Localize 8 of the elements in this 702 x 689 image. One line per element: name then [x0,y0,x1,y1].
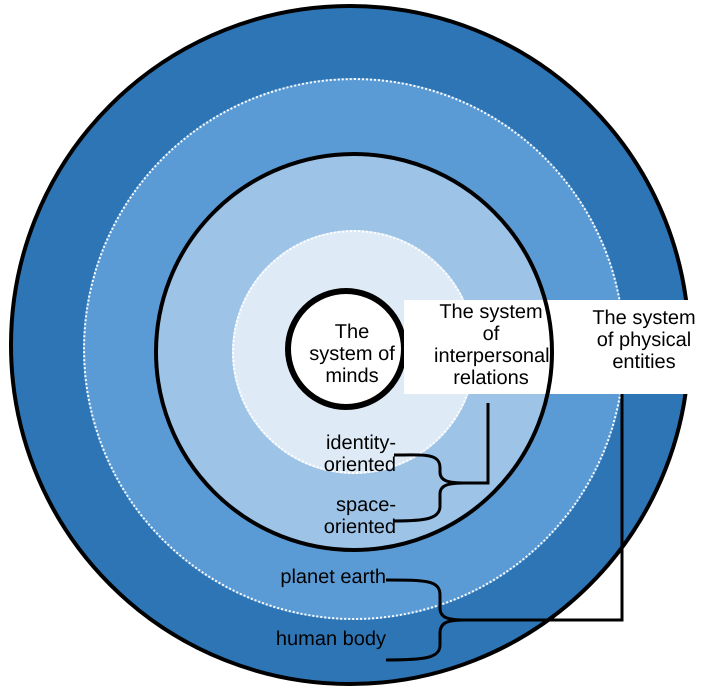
bracket-label: human body [274,628,386,650]
bracket-leader [394,403,490,522]
bracket-label: identity-oriented [274,432,396,476]
bracket-label: planet earth [274,566,386,588]
region-title: The system of interpersonal relations [434,301,548,389]
region-title: The system of physical entities [591,307,697,373]
bracket-label: space-oriented [274,494,396,538]
region-title: The system of minds [308,321,396,387]
